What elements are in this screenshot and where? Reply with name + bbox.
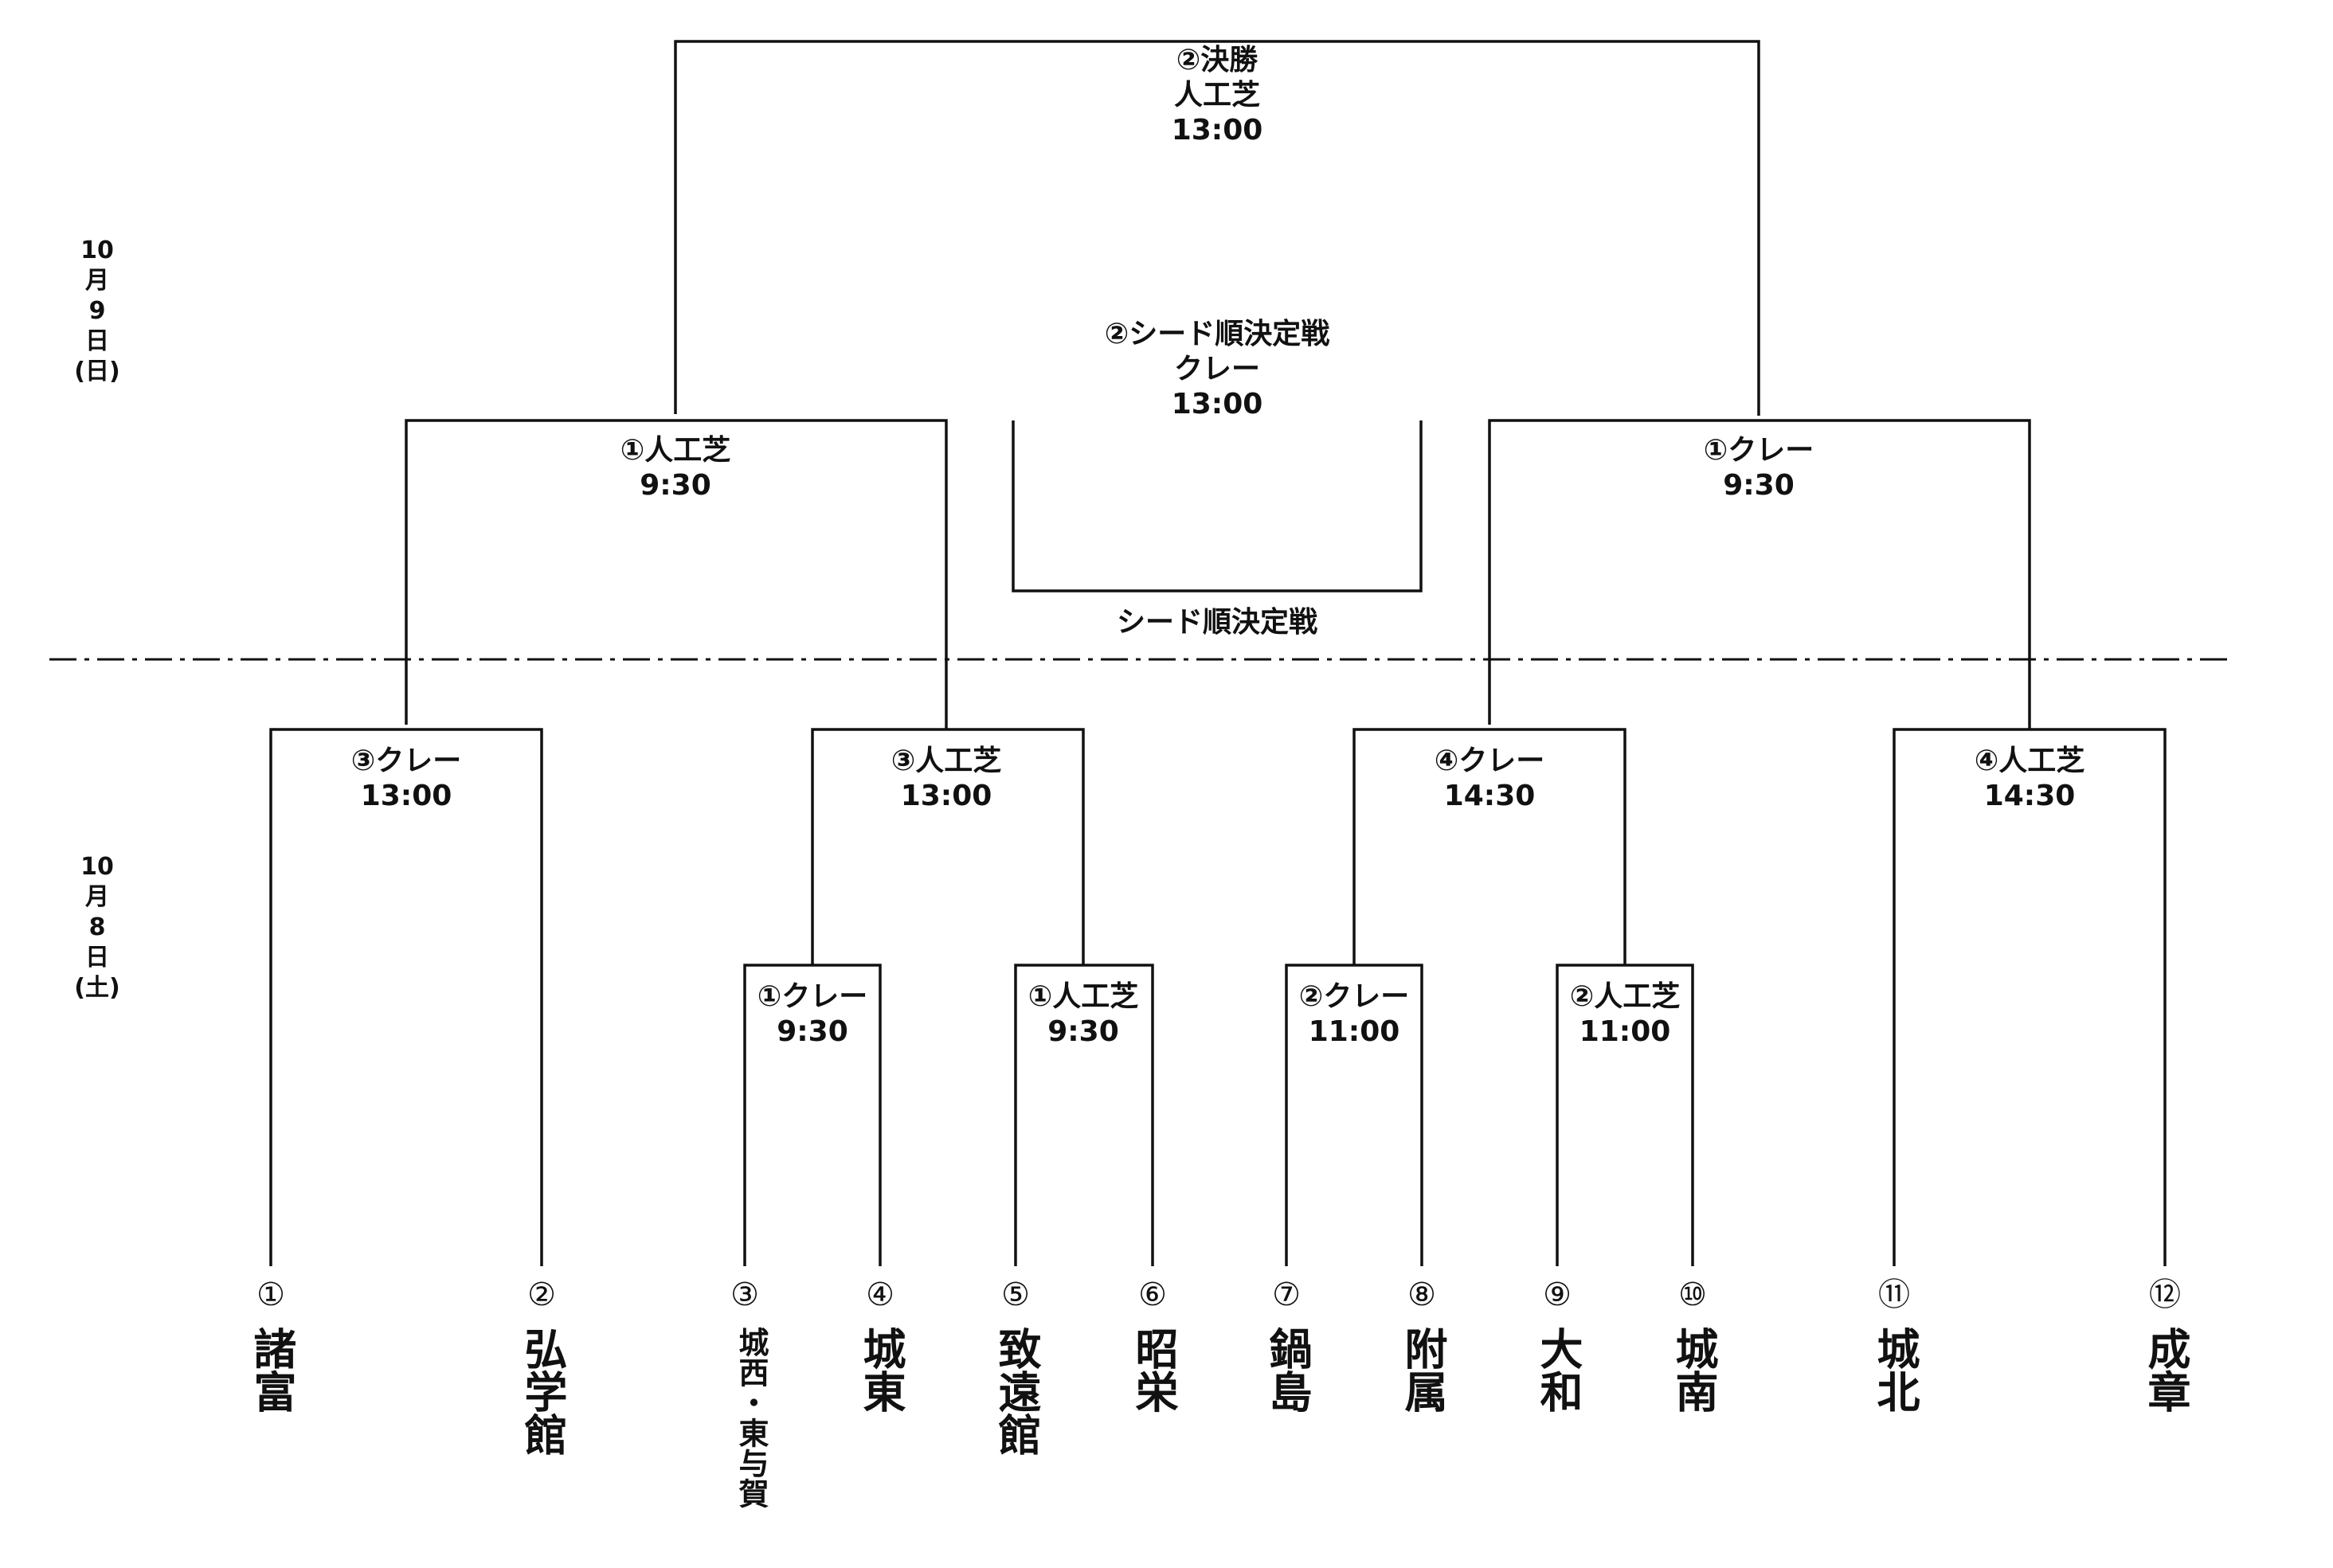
first-round-3-bracket-line xyxy=(1285,964,1423,1266)
team-name: 昭栄 xyxy=(1128,1327,1178,1413)
team-number: ⑨ xyxy=(1543,1277,1572,1313)
team-number: ⑧ xyxy=(1407,1277,1436,1313)
quarter-4-bracket-line xyxy=(1893,728,2167,1266)
first-round-3-match-label: ②クレー 11:00 xyxy=(1298,980,1410,1048)
quarter-2-bracket-line xyxy=(811,728,1085,965)
team-name: 城東 xyxy=(855,1327,906,1413)
team-number: ③ xyxy=(730,1277,759,1313)
team-name: 附属 xyxy=(1397,1327,1447,1413)
day-label-oct-8: 10 月 8 日 (土) xyxy=(74,853,120,1002)
team-name: 鍋島 xyxy=(1262,1327,1312,1413)
team-number: ⑦ xyxy=(1272,1277,1301,1313)
quarter-3-bracket-line xyxy=(1352,728,1626,965)
team-number: ⑪ xyxy=(1878,1277,1910,1313)
day-label-oct-9: 10 月 9 日 (日) xyxy=(74,237,120,385)
team-number: ⑩ xyxy=(1678,1277,1707,1313)
quarter-1-bracket-line xyxy=(269,728,543,1266)
semi-left-bracket-line xyxy=(405,419,948,729)
team-number: ⑤ xyxy=(1001,1277,1030,1313)
semi-right-bracket-line xyxy=(1488,419,2031,729)
team-number: ⑫ xyxy=(2149,1277,2181,1313)
team-number: ④ xyxy=(866,1277,894,1313)
final-match-label: ②決勝 人工芝 13:00 xyxy=(1171,44,1263,147)
team-name: 諸富 xyxy=(246,1327,296,1413)
team-number: ① xyxy=(256,1277,285,1313)
quarter-3-match-label: ④クレー 14:30 xyxy=(1434,745,1545,812)
team-number: ⑥ xyxy=(1138,1277,1167,1313)
first-round-1-match-label: ①クレー 9:30 xyxy=(757,980,868,1048)
first-round-4-bracket-line xyxy=(1556,964,1694,1266)
seed-playoff-bracket-line xyxy=(1012,420,1423,592)
semi-right-match-label: ①クレー 9:30 xyxy=(1703,434,1814,502)
final-bracket-line xyxy=(674,40,1760,416)
semi-left-match-label: ①人工芝 9:30 xyxy=(620,434,731,502)
team-name: 致遠館 xyxy=(991,1327,1041,1456)
team-name: 大和 xyxy=(1532,1327,1583,1413)
team-name: 城南 xyxy=(1668,1327,1718,1413)
seed-playoff-match-label: ②シード順決定戦 クレー 13:00 xyxy=(1104,318,1330,420)
quarter-1-match-label: ③クレー 13:00 xyxy=(350,745,462,812)
first-round-4-match-label: ②人工芝 11:00 xyxy=(1569,980,1681,1048)
team-name: 成章 xyxy=(2140,1327,2190,1413)
team-name: 城北 xyxy=(1869,1327,1920,1413)
first-round-2-bracket-line xyxy=(1014,964,1154,1266)
first-round-1-bracket-line xyxy=(743,964,882,1266)
seed-playoff-caption: シード順決定戦 xyxy=(1116,606,1318,639)
team-name: 城西・東与賀 xyxy=(734,1327,769,1508)
team-number: ② xyxy=(527,1277,556,1313)
team-name: 弘学館 xyxy=(517,1327,567,1456)
quarter-4-match-label: ④人工芝 14:30 xyxy=(1974,745,2085,812)
first-round-2-match-label: ①人工芝 9:30 xyxy=(1028,980,1139,1048)
quarter-2-match-label: ③人工芝 13:00 xyxy=(891,745,1002,812)
